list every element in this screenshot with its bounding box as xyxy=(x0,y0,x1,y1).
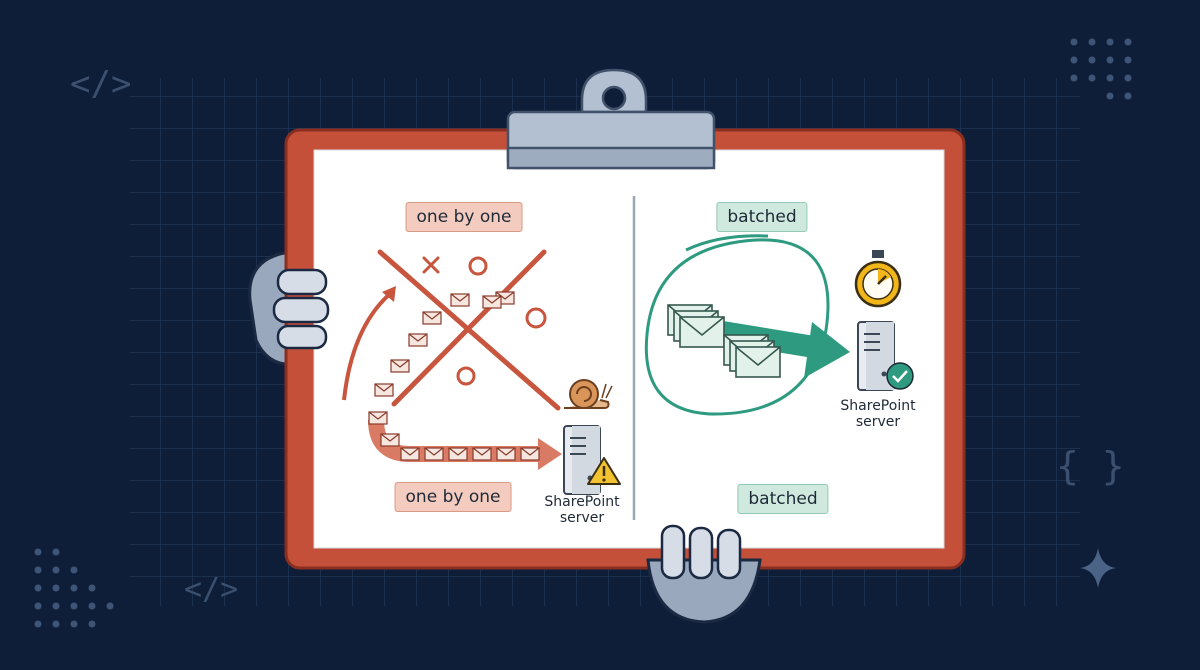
scatter-marks xyxy=(422,256,547,386)
server-caption-right-line1: SharePoint xyxy=(840,398,916,414)
arrow-head-sequential xyxy=(538,438,562,470)
server-caption-right-line2: server xyxy=(855,414,901,430)
code-tag-top-left: </> xyxy=(70,64,132,104)
label-one-by-one-top: one by one xyxy=(405,202,523,232)
server-caption-left-line1: SharePoint xyxy=(544,494,620,510)
label-one-by-one-bottom: one by one xyxy=(394,482,512,512)
loop-tail xyxy=(685,234,769,252)
envelope-batch-2 xyxy=(723,334,781,378)
dot-cluster-bottom-left xyxy=(34,548,114,628)
server-caption-left: SharePoint server xyxy=(517,494,647,526)
clipboard-clip xyxy=(506,68,716,170)
arrow-curve-up xyxy=(342,290,394,401)
snail-icon xyxy=(564,379,613,409)
code-tag-bottom-left: </> xyxy=(184,572,239,607)
arrow-head-up xyxy=(382,286,396,302)
server-caption-right: SharePoint server xyxy=(813,398,943,430)
envelope-batch-1 xyxy=(667,304,725,348)
label-batched-bottom: batched xyxy=(737,484,829,514)
braces-right: { } xyxy=(1056,444,1125,488)
server-caption-left-line2: server xyxy=(559,510,605,526)
warning-icon xyxy=(587,457,621,485)
loop-circle xyxy=(644,238,830,416)
arrow-head-batched xyxy=(804,322,850,378)
stopwatch-icon xyxy=(854,250,902,308)
dot-cluster-top-right xyxy=(1070,38,1132,100)
checkmark-icon xyxy=(886,362,914,390)
robot-fingers-left xyxy=(272,268,330,350)
robot-hand-bottom xyxy=(646,524,762,624)
label-batched-top: batched xyxy=(716,202,808,232)
cross-out-x xyxy=(377,249,561,411)
sparkle-icon xyxy=(1080,548,1116,588)
